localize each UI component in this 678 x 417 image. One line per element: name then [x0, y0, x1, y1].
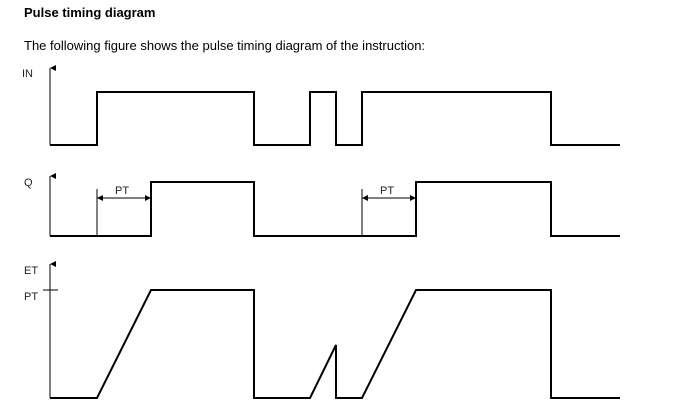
- section-heading: Pulse timing diagram: [24, 5, 156, 20]
- in-waveform: [50, 91, 620, 146]
- intro-text: The following figure shows the pulse tim…: [24, 38, 426, 53]
- pt-interval-label-1: PT: [115, 185, 129, 197]
- q-waveform: [50, 181, 620, 237]
- et-signal-group: ET PT: [24, 261, 620, 399]
- in-signal-label: IN: [22, 68, 33, 80]
- q-signal-group: Q PT PT: [24, 173, 620, 237]
- et-waveform: [50, 289, 620, 399]
- pt-level-label: PT: [24, 291, 38, 303]
- pt-interval-label-2: PT: [380, 185, 394, 197]
- q-signal-label: Q: [24, 177, 33, 189]
- in-signal-group: IN: [22, 65, 620, 146]
- et-signal-label: ET: [24, 265, 38, 277]
